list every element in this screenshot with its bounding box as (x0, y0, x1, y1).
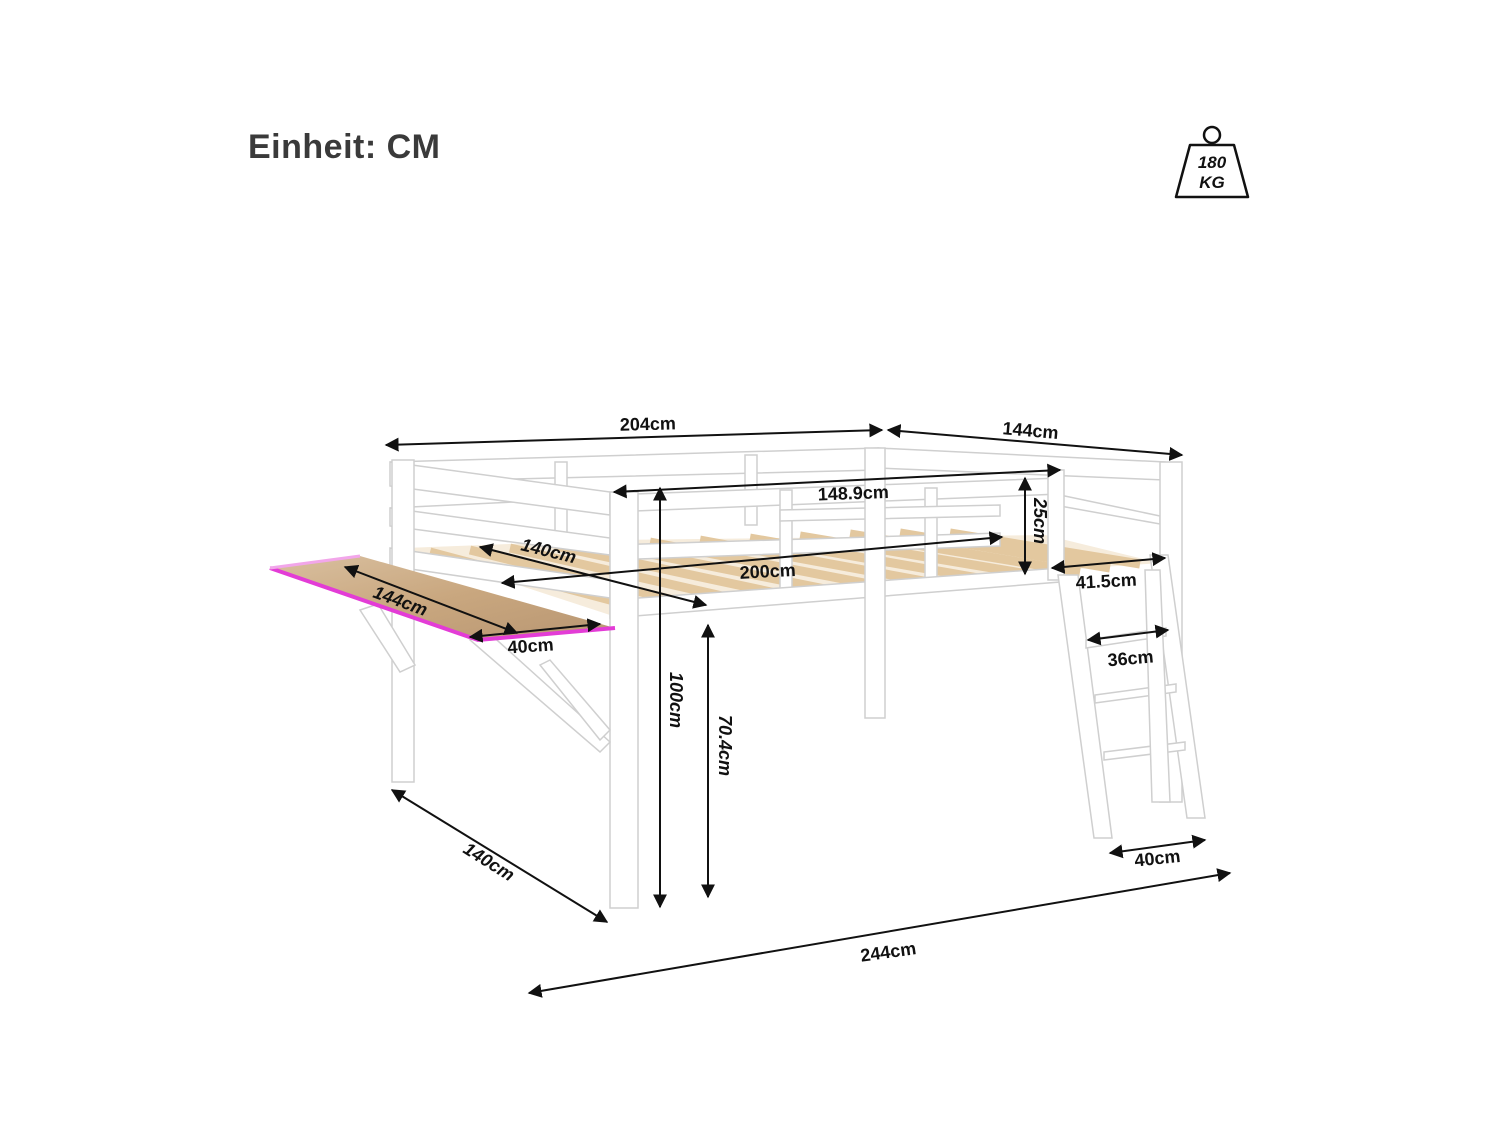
unit-label: Einheit: CM (248, 128, 441, 166)
arrow-bed-length (384, 423, 884, 452)
weight-icon (1174, 125, 1250, 199)
label-ladder-width: 36cm (1107, 646, 1155, 670)
load-capacity-badge: 180 KG (1170, 125, 1254, 203)
load-value: 180 (1197, 153, 1227, 172)
label-inner-length: 148.9cm (817, 482, 889, 504)
label-rail-height: 25cm (1030, 497, 1050, 544)
label-ladder-foot: 40cm (1133, 846, 1181, 871)
label-floor-depth: 140cm (460, 838, 518, 885)
dimension-arrows (343, 423, 1232, 998)
ladder (1057, 554, 1206, 839)
arrow-total-length (527, 868, 1232, 998)
arrow-bed-width (886, 424, 1184, 461)
arrow-mattress-length (500, 531, 1004, 589)
load-unit: KG (1199, 173, 1225, 192)
arrow-ladder-width (1086, 624, 1170, 646)
label-bed-width: 144cm (1002, 418, 1060, 443)
label-total-length: 244cm (859, 938, 917, 966)
label-bed-length: 204cm (620, 413, 677, 434)
bed-frame (358, 447, 1206, 909)
arrow-ladder-depth (1050, 552, 1167, 574)
arrow-ladder-foot (1108, 834, 1207, 859)
label-total-height: 100cm (666, 672, 686, 728)
label-ladder-depth: 41.5cm (1075, 570, 1137, 593)
label-desk-depth: 40cm (507, 634, 554, 657)
label-mattress-length: 200cm (739, 560, 796, 583)
arrow-inner-length (612, 463, 1062, 499)
arrow-desk-depth (468, 618, 602, 643)
label-under-bed-height: 70.4cm (715, 715, 735, 776)
